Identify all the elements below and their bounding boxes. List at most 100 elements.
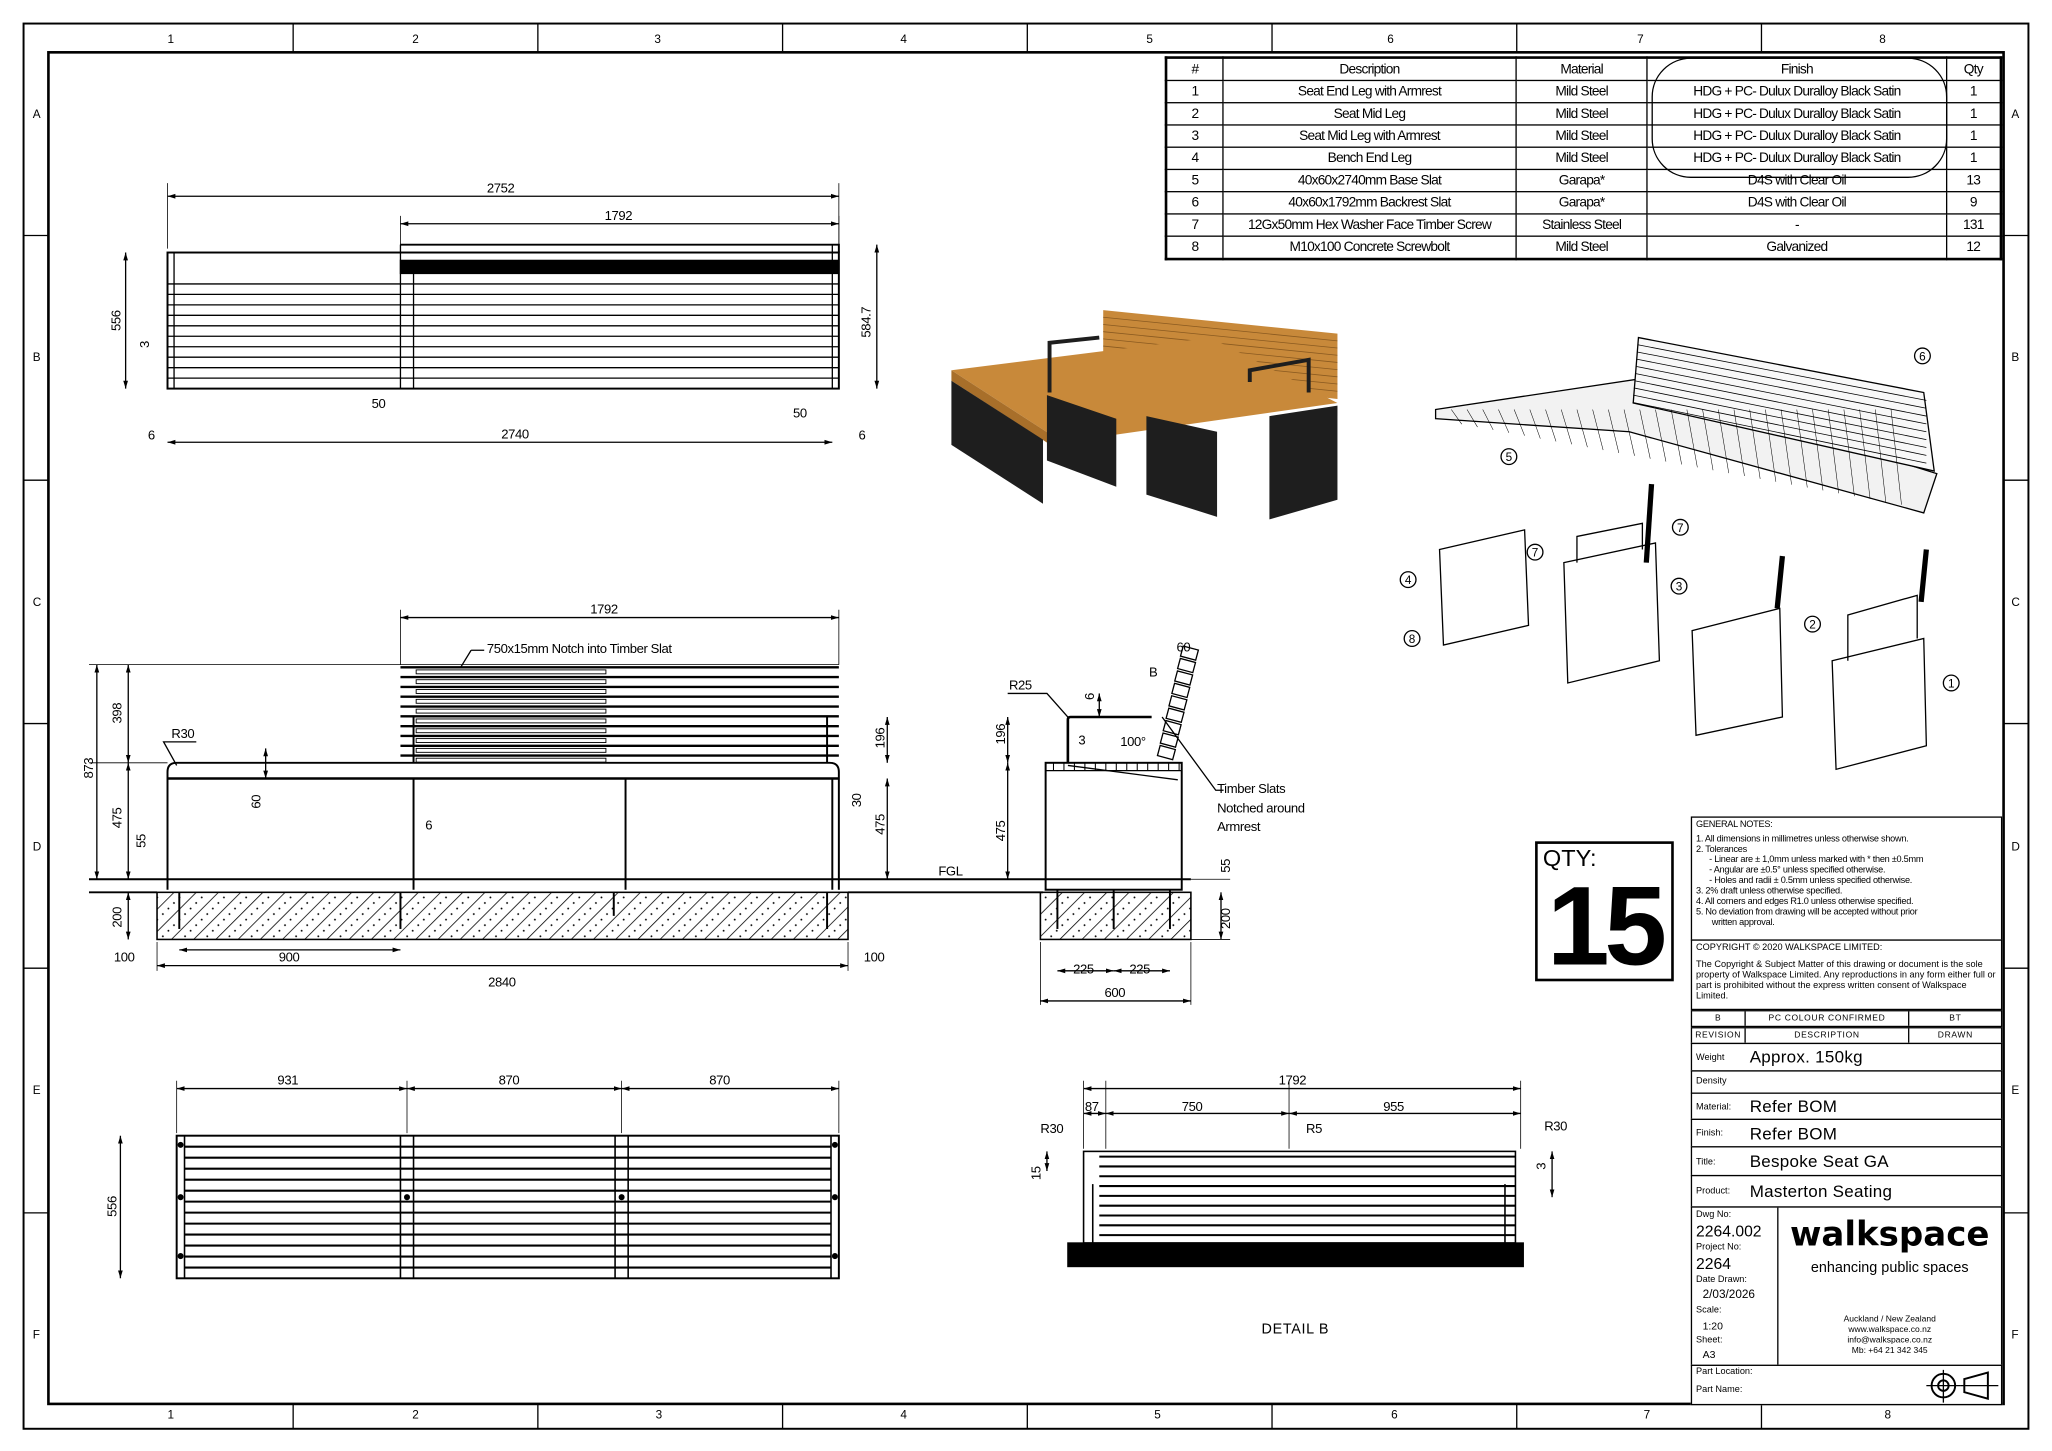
company-web: www.walkspace.co.nz [1848,1325,1932,1335]
exploded-leg-2 [1691,607,1784,737]
screw-hole [177,1194,184,1201]
zone-col-7: 7 [1637,33,1644,46]
note-item: 2. Tolerances [1696,845,1747,855]
exploded-post [1643,483,1655,563]
revision-header: REVISION [1692,1028,1746,1043]
dim-50-right: 50 [793,405,807,420]
backrest-slats [400,666,839,763]
dim-55: 55 [133,834,148,848]
balloon-circle [1942,674,1960,692]
dim-870-b: 870 [709,1073,730,1088]
note-item: 1. All dimensions in millimetres unless … [1696,834,1909,844]
seat-grid-line [1451,409,1462,425]
copyright-body: The Copyright & Subject Matter of this d… [1696,960,1996,1001]
bom-cell-description: Seat End Leg with Armrest [1222,79,1517,104]
balloon-7: 7 [1526,543,1544,561]
bom-cell-number: 1 [1165,79,1224,104]
finish-value: Refer BOM [1749,1123,1838,1144]
slat-notch [415,757,607,763]
bom-cell-material: Mild Steel [1515,79,1649,104]
render-leg-mid [1046,395,1117,487]
seat-grid-line [1670,409,1682,465]
zone-col-3-bottom: 3 [656,1408,663,1421]
bom-header-finish: Finish [1646,56,1947,82]
r25-leader [1007,692,1069,718]
revision-drawn: BT [1949,1014,1962,1024]
bench-render [951,310,1338,520]
section-leader [1161,716,1224,791]
section-armrest [1066,715,1152,763]
seat-grid-line [1592,409,1604,451]
seat-grid-line [1875,409,1887,502]
dim-15: 15 [1028,1166,1043,1180]
zone-col-2: 2 [412,33,419,46]
armrest [400,243,840,253]
zone-grid [23,23,2029,1429]
revision-description: PC COLOUR CONFIRMED [1746,1011,1910,1026]
dim-873: 873 [81,758,96,779]
dim-r30: R30 [171,726,194,741]
quantity-label: QTY: [1542,845,1597,872]
dim-6: 6 [1082,693,1097,700]
bom-cell-material: Garapa* [1515,168,1649,193]
general-notes: GENERAL NOTES: 1. All dimensions in mill… [1690,816,2003,941]
bom-cell-number: 8 [1165,235,1224,260]
balloon-circle [1804,615,1822,633]
bom-cell-number: 4 [1165,146,1224,171]
bom-cell-material: Mild Steel [1515,102,1649,126]
seat-grid-line [1576,409,1588,448]
dim-55: 55 [1218,859,1233,873]
backrest-slat-line [1637,351,1927,409]
balloon-circle [1670,577,1688,595]
bom-cell-number: 6 [1165,191,1224,215]
front-elevation [88,609,1191,971]
note-item: 3. 2% draft unless otherwise specified. [1696,887,1843,897]
balloon-circle [1526,543,1544,561]
dim-200: 200 [1218,908,1233,929]
dim-750: 750 [1182,1099,1203,1114]
drawing-info-block: Dwg No: 2264.002 Project No: 2264 Date D… [1690,1206,2003,1366]
slat-notch [415,669,607,675]
zone-row-f: F [33,1328,40,1341]
backrest-slat-line [1635,365,1927,425]
note-item: 5. No deviation from drawing will be acc… [1696,908,1918,918]
dim-2740: 2740 [501,426,529,441]
exploded-leg-1 [1831,637,1928,771]
notch-note: 750x15mm Notch into Timber Slat [487,641,673,656]
dim-r5: R5 [1306,1121,1322,1136]
dim-1792: 1792 [1279,1073,1307,1088]
render-seat-edge [951,370,1063,453]
screw-hole [831,1194,838,1201]
section-leg [1044,761,1183,891]
exploded-post [1918,549,1929,603]
revision-row: B PC COLOUR CONFIRMED BT [1690,1010,2003,1028]
copyright-notice: COPYRIGHT © 2020 WALKSPACE LIMITED: The … [1690,939,2003,1011]
seat-slats [167,283,839,379]
bom-cell-material: Mild Steel [1515,146,1649,171]
balloon-number: 2 [1809,619,1816,632]
exploded-armrest-3 [1576,522,1644,563]
company-phone: Mb: +64 21 342 345 [1851,1346,1928,1356]
bom-cell-description: Seat Mid Leg with Armrest [1222,124,1517,148]
dim-475-right: 475 [873,814,888,835]
bench-outline [166,251,840,390]
bom-cell-qty: 1 [1945,79,2002,104]
inner-border [47,51,2005,1406]
backrest-slat-line [1636,358,1927,417]
dim-475: 475 [993,821,1008,842]
zone-col-6: 6 [1387,33,1394,46]
screw-hole [177,1141,184,1148]
zone-col-4: 4 [900,33,907,46]
balloon-1: 1 [1942,674,1960,692]
balloon-number: 4 [1405,574,1412,587]
detail-b-outline [1082,1150,1517,1244]
exploded-leg-3 [1563,542,1661,684]
project-no-label: Project No: [1696,1242,1742,1253]
seat-profile [166,761,840,890]
balloon-5: 5 [1500,448,1518,466]
concrete-footing [156,891,849,941]
balloon-circle [1399,571,1417,589]
